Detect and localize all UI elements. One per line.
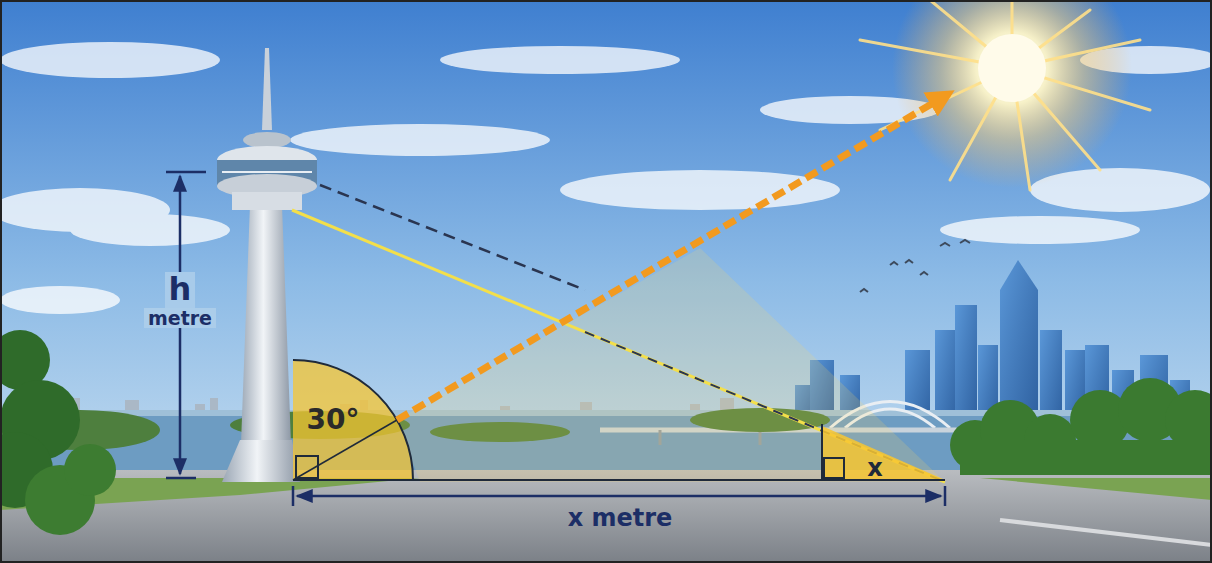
ground-part (1000, 520, 1212, 545)
height-symbol: h (165, 272, 196, 307)
tower-part (232, 192, 302, 210)
angle-label: 30° (307, 405, 360, 436)
shadow-line-part (292, 210, 945, 482)
angle-sector (293, 360, 413, 480)
trees-right-part (960, 440, 1212, 475)
ground-line-part (293, 479, 945, 481)
birds-part (860, 289, 868, 292)
angle-label-x: x (867, 455, 882, 481)
ground (0, 470, 1212, 563)
trees-left (0, 330, 116, 535)
sun-shade (397, 248, 945, 482)
tower-part (243, 132, 291, 148)
clouds-part (290, 124, 550, 156)
birds-part (905, 260, 913, 263)
tower-part (262, 48, 272, 130)
small-triangle-part (821, 424, 823, 480)
tower-part (222, 440, 300, 482)
height-dimension-part (166, 477, 196, 480)
angle-sector-part (293, 360, 413, 480)
small-triangle-part (824, 458, 844, 478)
sun-ray-arrow (397, 96, 945, 420)
birds-part (890, 262, 898, 265)
clouds-part (0, 42, 220, 78)
ground-part (0, 470, 1212, 563)
sun (860, 0, 1150, 190)
width-dimension (293, 486, 945, 506)
width-dimension-part (297, 495, 941, 498)
birds (860, 240, 970, 292)
small-triangle-part (822, 426, 945, 480)
angle-sector-part (293, 360, 413, 480)
birds-part (960, 240, 970, 243)
tower-part (240, 205, 292, 470)
height-dimension-part (166, 171, 206, 174)
sun-part (978, 34, 1046, 102)
birds-part (940, 243, 950, 246)
sun-part (860, 0, 1150, 190)
shadow-line-part (320, 185, 585, 290)
birds-part (920, 272, 928, 275)
clouds-part (70, 214, 230, 246)
width-dimension-part (292, 486, 295, 506)
clouds-part (560, 170, 840, 210)
trees-left-part (64, 444, 116, 496)
width-dimension-part (944, 486, 947, 506)
tower-part (222, 171, 312, 173)
width-dimension-label: x metre (568, 505, 673, 531)
small-triangle (822, 424, 945, 480)
height-unit: metre (144, 308, 216, 329)
shadow-line-part (585, 332, 945, 482)
clouds-part (440, 46, 680, 74)
clouds-part (0, 286, 120, 314)
trees-right (950, 378, 1212, 475)
sun-shade-part (397, 248, 945, 482)
ground-part (980, 478, 1212, 500)
clouds-part (940, 216, 1140, 244)
shadow-line (292, 185, 945, 482)
ground-line (293, 480, 945, 481)
sun-ray-arrow-part (397, 96, 945, 420)
